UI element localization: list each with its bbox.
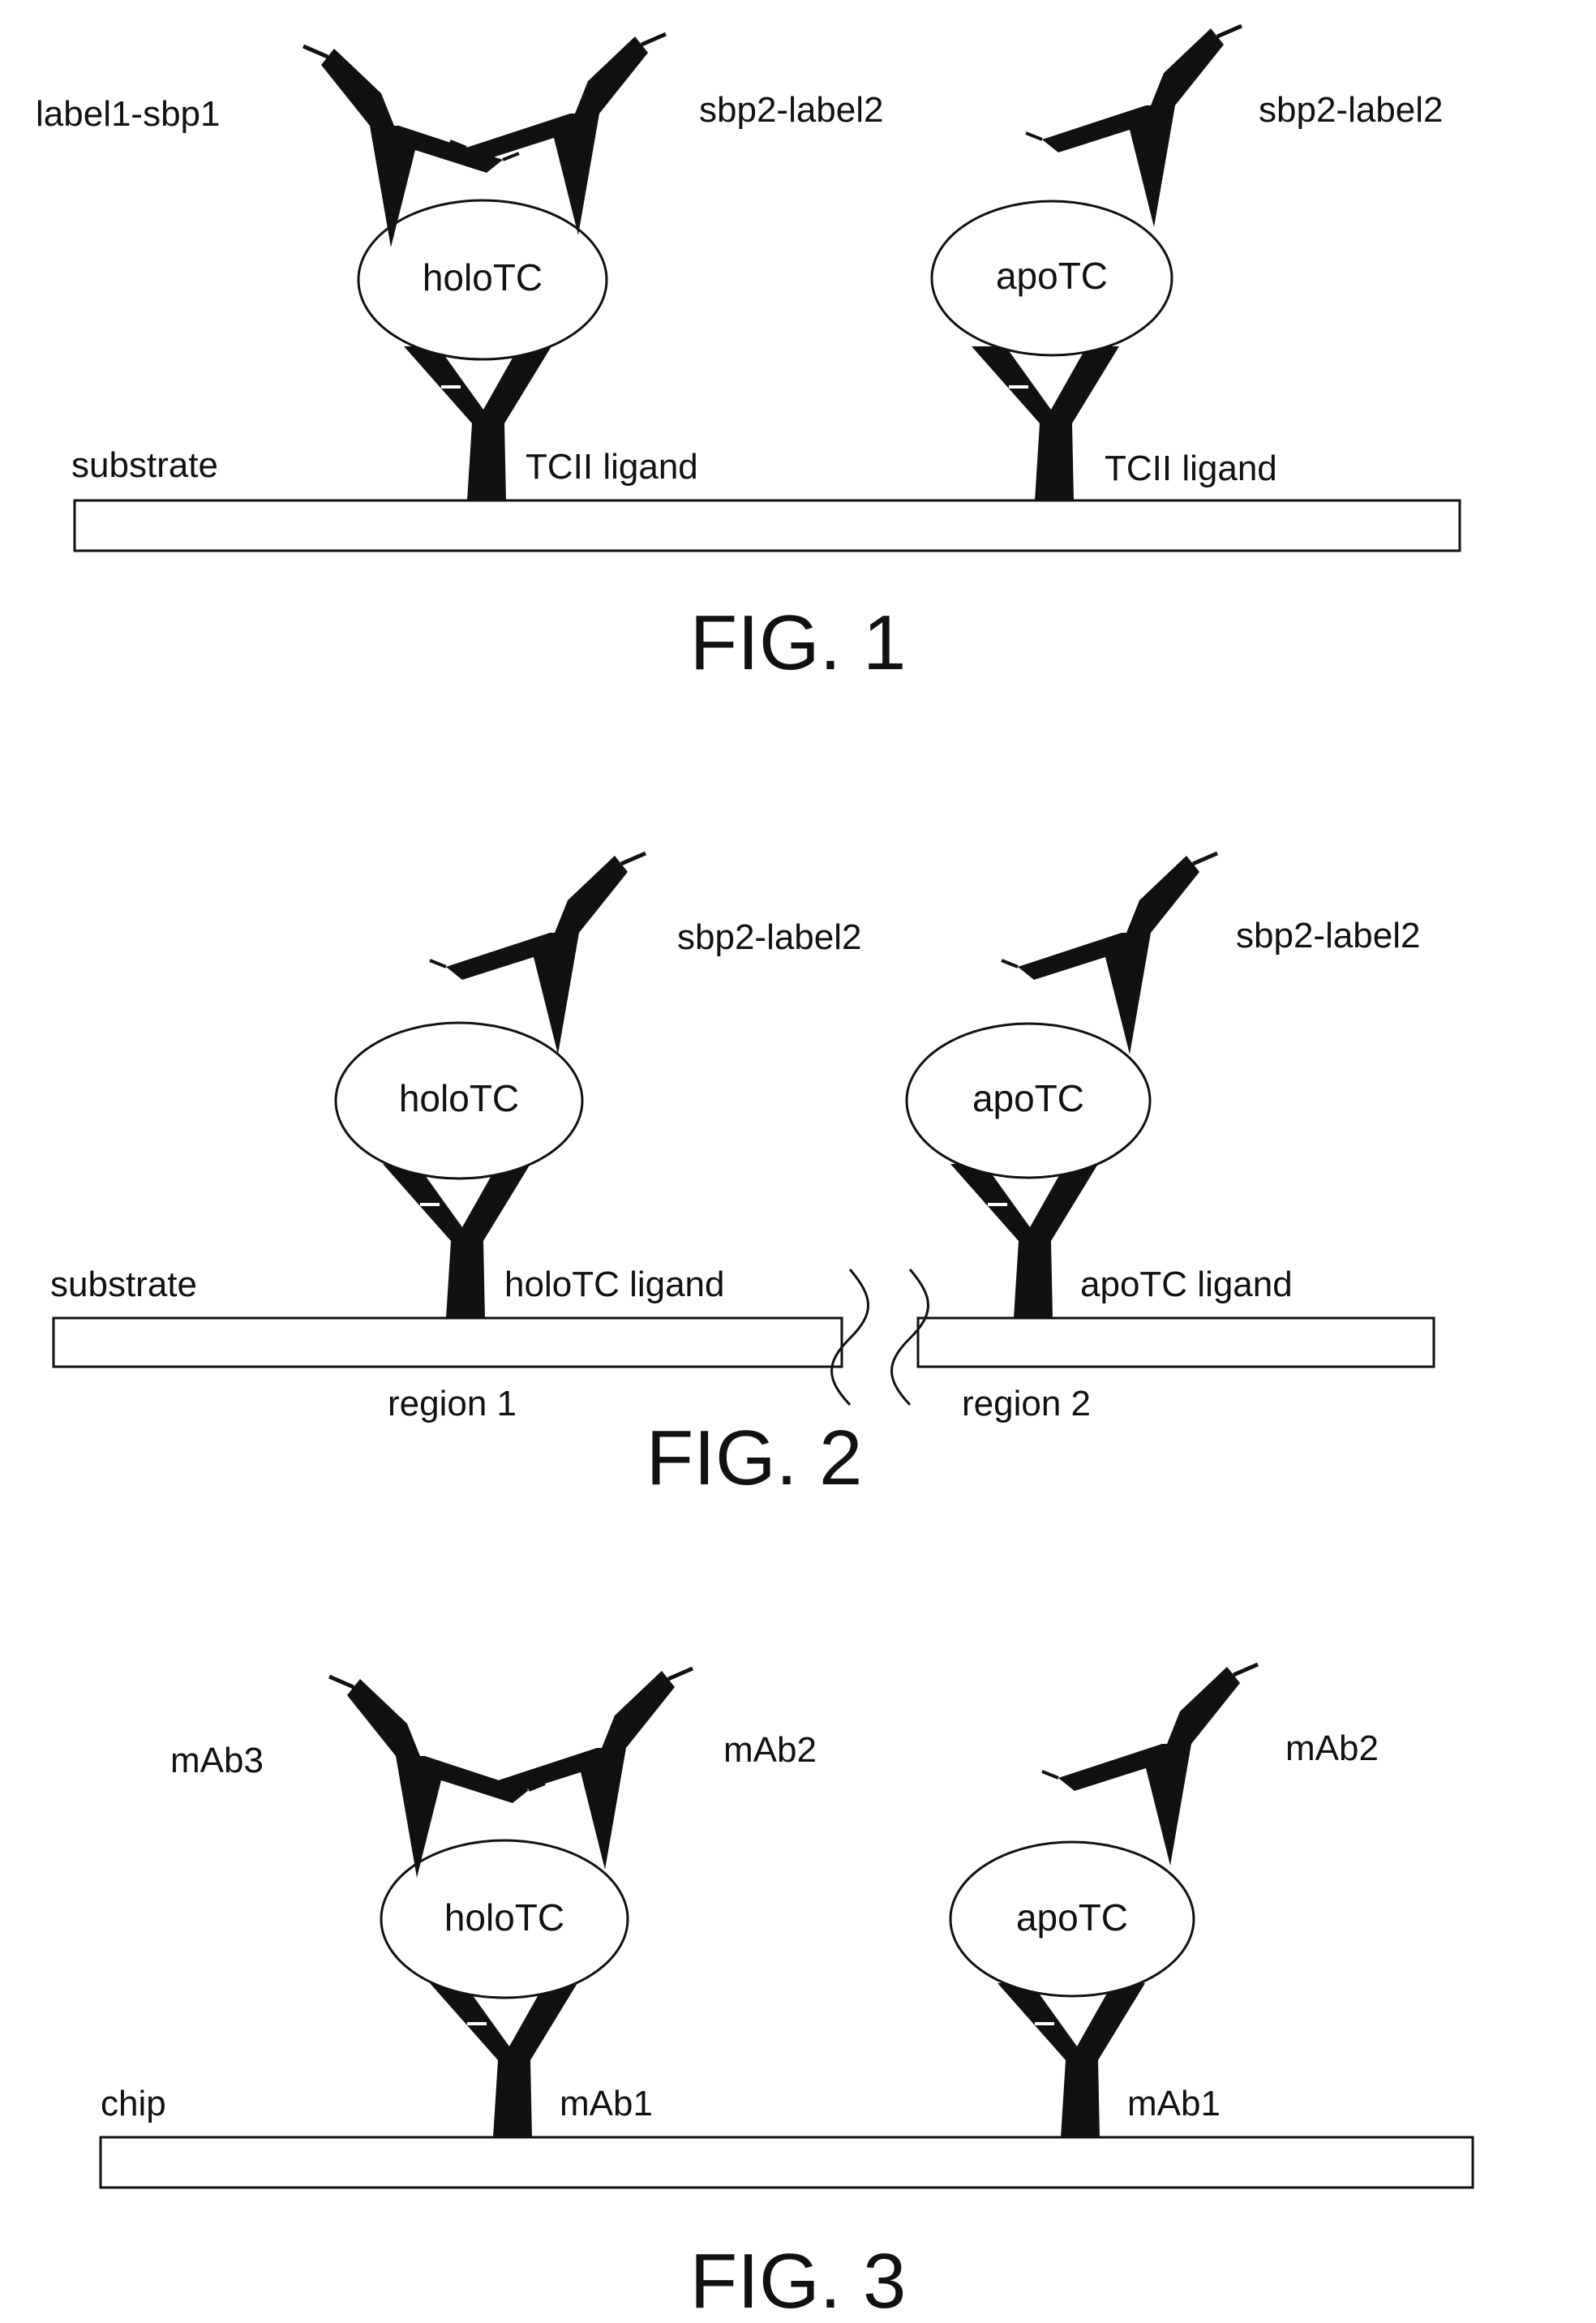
substrate-bar [75,500,1460,551]
ligand-label: TCII ligand [526,447,698,487]
ligand-label: mAb1 [560,2084,653,2123]
probe-antibody-right [1042,1664,1258,1866]
probe-label-right: mAb2 [723,1730,817,1770]
anchored-antibody [972,346,1119,500]
substrate-label: chip [101,2084,166,2123]
probe-label-right: sbp2-label2 [699,90,884,130]
probe-label-right: mAb2 [1285,1728,1379,1768]
protein-label: holoTC [423,256,543,298]
anchored-antibody [998,1983,1145,2137]
ligand-label: mAb1 [1127,2084,1221,2123]
anchored-antibody [430,1983,577,2137]
figure-caption: FIG. 1 [690,599,907,686]
protein-label: apoTC [996,255,1108,297]
figure-3: chip holoTC mAb3 mAb2 mAb1 apoTC mAb2 mA… [101,1664,1473,2323]
region-label: region 2 [962,1384,1091,1423]
probe-label-right: sbp2-label2 [1259,90,1444,130]
figure-1: substrate holoTC label1-sbp1 sbp2-label2… [36,26,1460,686]
protein-label: holoTC [399,1077,519,1119]
ligand-label: apoTC ligand [1080,1265,1293,1304]
chip-bar [101,2137,1473,2188]
anchored-antibody [950,1164,1098,1318]
figure-2: substrate holoTC sbp2-label2 holoTC liga… [50,853,1434,1501]
probe-label-right: sbp2-label2 [677,917,862,957]
protein-label: holoTC [444,1896,564,1939]
ligand-label: holoTC ligand [504,1265,725,1304]
figure-caption: FIG. 3 [690,2238,907,2323]
probe-antibody-right [1026,26,1242,227]
substrate-bar-region-2 [918,1318,1434,1367]
region-label: region 1 [388,1384,517,1423]
substrate-label: substrate [71,445,218,485]
protein-label: apoTC [972,1077,1084,1119]
probe-label-left: mAb3 [170,1741,264,1780]
figure-caption: FIG. 2 [646,1415,863,1501]
probe-label-left: label1-sbp1 [36,94,221,134]
protein-label: apoTC [1016,1896,1128,1939]
probe-label-right: sbp2-label2 [1236,916,1421,955]
substrate-bar-region-1 [54,1318,842,1367]
substrate-label: substrate [50,1265,197,1304]
ligand-label: TCII ligand [1105,449,1277,488]
